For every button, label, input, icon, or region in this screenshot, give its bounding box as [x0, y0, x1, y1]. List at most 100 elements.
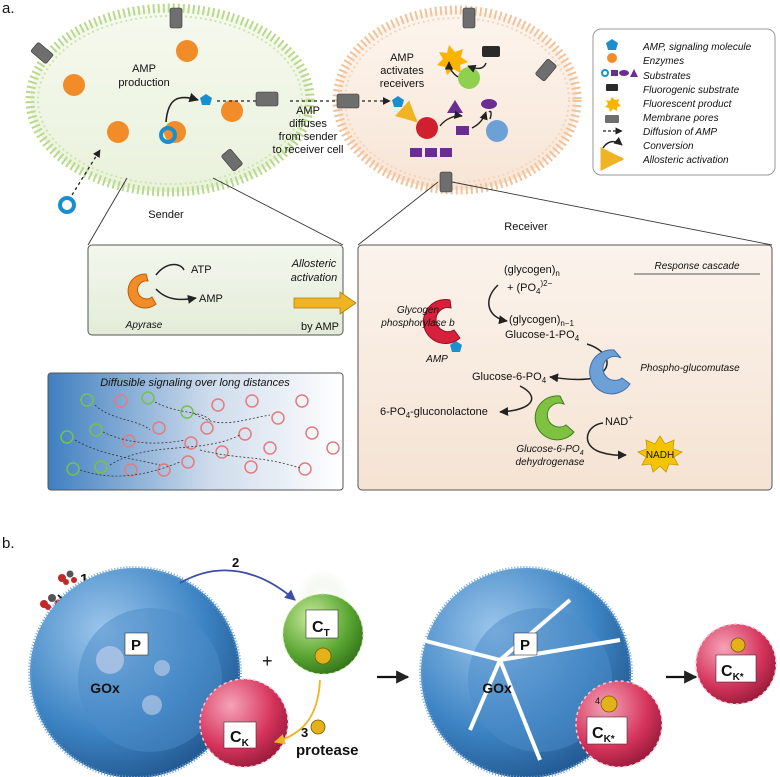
- legend-item-1: Enzymes: [643, 56, 684, 67]
- gluconolactone-label: 6-PO4-gluconolactone: [380, 406, 488, 420]
- step2-arrow: [179, 569, 296, 601]
- step2-label: 2: [232, 555, 239, 570]
- sender-atp-label: ATP: [191, 264, 212, 276]
- allosteric-arrow: [394, 100, 418, 123]
- P-label: P: [131, 637, 141, 654]
- atp-curve: [155, 263, 185, 276]
- legend-item-7: Conversion: [643, 141, 694, 152]
- sender-conversion-arrow: [165, 92, 199, 123]
- g1p-label: Glucose-1-PO4: [505, 329, 580, 343]
- fluorogenic-substrate-icon: [482, 46, 500, 57]
- diffuse-label-3: from sender: [279, 131, 338, 143]
- dehydrogenase-label-1: Glucose-6-PO4: [516, 444, 583, 457]
- legend-amp-icon: [606, 39, 618, 50]
- sender-amp-label: AMP: [199, 293, 223, 305]
- GOx2-label: GOx: [482, 680, 512, 696]
- nad-label: NAD+: [605, 413, 633, 428]
- legend-item-6: Diffusion of AMP: [643, 127, 717, 138]
- outside-atp-substrate: [58, 196, 76, 214]
- diffuse-label-1: AMP: [296, 105, 320, 117]
- CK-label-box: [223, 721, 257, 749]
- legend-item-3: Fluorogenic substrate: [643, 85, 740, 96]
- nadh-arrow: [586, 422, 627, 460]
- CKstar-label: CK*: [592, 725, 615, 745]
- nadh-label: NADH: [646, 450, 674, 461]
- phosphorylase-enzyme-icon: [422, 299, 461, 345]
- allosteric-label-3: by AMP: [301, 321, 339, 333]
- sender-atp-substrate: [159, 126, 177, 144]
- substrate-ellipse-icon: [481, 99, 497, 109]
- receiver-dehydrogenase-enzyme: [486, 120, 508, 142]
- protease-ball-icon: [314, 647, 332, 665]
- activates-label-2: activates: [380, 65, 424, 77]
- substrate-square-icon-1: [410, 148, 422, 157]
- phosphorylase-arrow: [488, 284, 508, 325]
- receiver-conversion-arrow-4: [488, 110, 492, 120]
- sender-cell: [25, 3, 315, 197]
- nadh-product-icon: [637, 435, 683, 473]
- cascade-title: Response cascade: [654, 261, 739, 272]
- diffusible-title: Diffusible signaling over long distances: [100, 377, 290, 389]
- CK-label: CK: [230, 729, 250, 749]
- dehydrogenase-arrow: [499, 385, 533, 417]
- sender-cells-small: [60, 391, 194, 476]
- step4-label: 4: [595, 696, 600, 706]
- legend-fluorescent-icon: [605, 97, 621, 112]
- receiver-cells-small: [114, 394, 340, 477]
- g6p-label: Glucose-6-PO4: [472, 371, 547, 385]
- legend-item-8: Allosteric activation: [642, 155, 729, 166]
- P2-label-box: [513, 632, 538, 656]
- receiver-mutase-enzyme: [458, 67, 480, 89]
- CKstar2-label: CK*: [721, 663, 744, 683]
- glycogen-n-label: (glycogen)n: [504, 264, 560, 278]
- sender-zoom-line-right: [212, 177, 344, 246]
- phosphorylase-label-2: phosphorylase b: [380, 318, 455, 329]
- panel-b-label: b.: [2, 535, 15, 552]
- GOx-label: GOx: [90, 680, 120, 696]
- receiver-title: Receiver: [504, 221, 548, 233]
- legend-item-5: Membrane pores: [643, 113, 719, 124]
- glycogen-n1-label: (glycogen)n−1: [509, 314, 574, 328]
- legend-substrates-icon: [601, 69, 638, 77]
- receiver-conversion-arrow-1: [467, 62, 487, 73]
- response-cascade-box: Response cascade (glycogen)n + (PO4)2− (…: [357, 244, 773, 491]
- P-label-box: [124, 632, 149, 656]
- legend: AMP, signaling molecule Enzymes Substrat…: [592, 28, 776, 176]
- fluorescent-product-icon: [437, 45, 468, 75]
- sender-detail-box: ATP AMP Apyrase: [87, 244, 344, 336]
- protease-icon: [310, 719, 326, 735]
- receiver-zoom-line-right: [451, 181, 773, 246]
- legend-item-0: AMP, signaling molecule: [642, 42, 752, 53]
- protease-ball-icon-3: [730, 637, 746, 653]
- CKstar2-label-box: [715, 654, 757, 683]
- sender-enzymes: [63, 40, 243, 143]
- legend-fluorogenic-icon: [606, 84, 618, 91]
- allosteric-activation-arrow-icon: [293, 291, 357, 315]
- legend-pore-icon: [605, 115, 619, 123]
- receiver-conversion-arrow-5: [471, 111, 488, 129]
- protease-label: protease: [296, 742, 359, 759]
- allosteric-label-2: activation: [291, 272, 337, 284]
- activates-label-1: AMP: [390, 52, 414, 64]
- apyrase-label: Apyrase: [125, 320, 163, 331]
- membrane-pore-icon: [31, 7, 279, 171]
- dehydrogenase-enzyme-icon: [534, 395, 575, 441]
- amp-production-label-2: production: [118, 77, 169, 89]
- legend-conversion-icon: [602, 136, 623, 149]
- receiver-zoom-line-left: [357, 181, 439, 246]
- receiver-cell: [332, 5, 582, 195]
- diffuse-label-2: diffuses: [289, 118, 327, 130]
- legend-enzyme-icon: [607, 53, 617, 63]
- CT-label: CT: [312, 619, 330, 639]
- apyrase-conversion-arrow: [155, 288, 197, 304]
- dehydrogenase-label-2: dehydrogenase: [516, 457, 585, 468]
- P2-label: P: [520, 637, 530, 654]
- protease-ball-icon-2: [600, 695, 618, 713]
- protocell-P-sphere: [28, 566, 242, 777]
- substrate-square-icon: [456, 126, 469, 135]
- legend-item-2: Substrates: [643, 71, 691, 82]
- step3-arrow: [273, 679, 321, 745]
- activates-label-3: receivers: [380, 78, 425, 90]
- diffusion-paths: [74, 401, 301, 477]
